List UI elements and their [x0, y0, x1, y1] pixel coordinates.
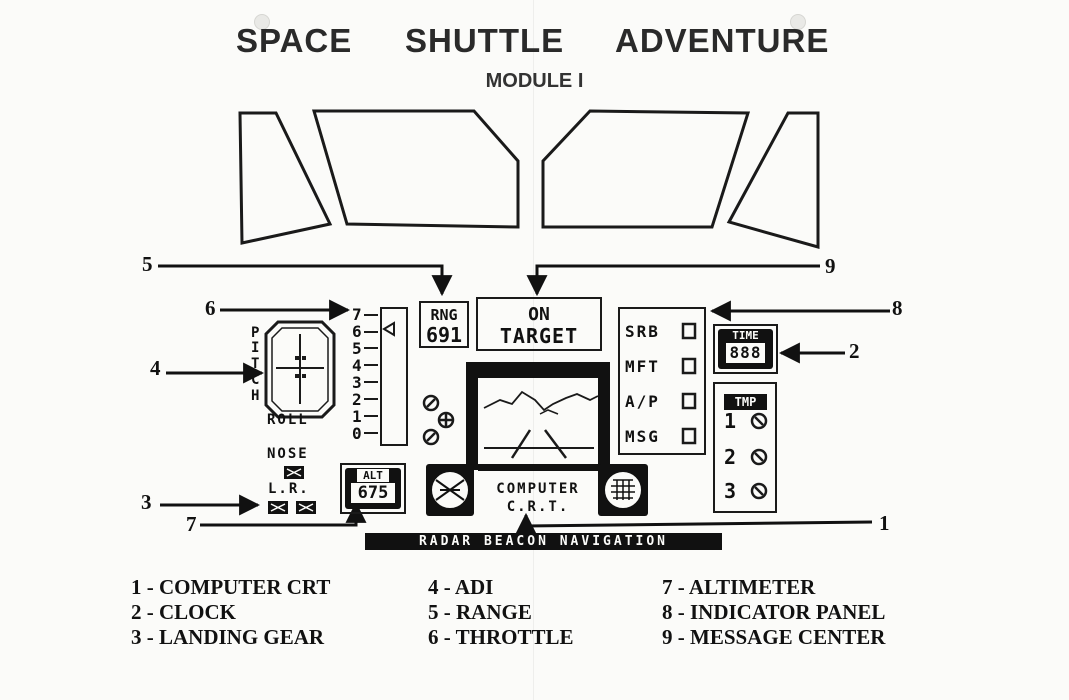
callout-7: 7: [186, 512, 197, 536]
temperature-row-2: 2: [724, 445, 737, 469]
legend-throttle: 6 - THROTTLE: [428, 625, 574, 649]
attitude-ball-right: [598, 464, 648, 516]
adi-pitch-t: T: [251, 356, 260, 372]
legend-clock: 2 - CLOCK: [131, 600, 236, 624]
callout-1: 1: [879, 511, 890, 535]
small-dials: [422, 394, 455, 446]
crt-label-line-2: C.R.T.: [506, 499, 570, 515]
title-word-shuttle: SHUTTLE: [405, 22, 565, 59]
indicator-panel: [618, 307, 706, 455]
throttle-label-7: 7: [352, 305, 362, 324]
temperature-row-3: 3: [724, 479, 737, 503]
indicator-mft: MFT: [625, 357, 660, 376]
window-center-right: [541, 109, 751, 229]
legend-adi: 4 - ADI: [428, 575, 494, 599]
throttle-label-4: 4: [352, 356, 362, 375]
arrow-7: [200, 501, 367, 527]
temperature-panel: [713, 382, 777, 513]
altimeter: [340, 463, 406, 514]
legend-computer-crt: 1 - COMPUTER CRT: [131, 575, 331, 599]
message-line-2: TARGET: [499, 324, 579, 348]
temperature-row-1: 1: [724, 409, 737, 433]
landing-gear-nose-label: NOSE: [267, 446, 309, 462]
indicator-ap: A/P: [625, 392, 660, 411]
adi-pitch-c: C: [251, 372, 260, 388]
crt-frame: [466, 362, 610, 470]
binder-hole-left: [254, 14, 270, 30]
crt-label-line-1: COMPUTER: [496, 481, 580, 497]
crt-runway-left: [510, 429, 532, 459]
window-far-left: [238, 111, 333, 245]
adi-pitch-h: H: [251, 388, 260, 404]
adi-roll-label: ROLL: [267, 412, 309, 428]
throttle-pointer: [382, 321, 395, 337]
adi-frame: [264, 320, 336, 419]
legend-landing-gear: 3 - LANDING GEAR: [131, 625, 325, 649]
callout-9: 9: [825, 254, 836, 278]
title-word-space: SPACE: [236, 22, 353, 59]
throttle-label-0: 0: [352, 424, 362, 443]
adi-pitch-i: I: [251, 340, 260, 356]
throttle-ticks: [364, 314, 378, 434]
title-word-adventure: ADVENTURE: [615, 22, 830, 59]
throttle-label-6: 6: [352, 322, 362, 341]
arrow-1: [515, 512, 873, 534]
window-far-right: [726, 111, 820, 249]
window-center-left: [311, 109, 520, 229]
radar-beacon-banner: RADAR BEACON NAVIGATION: [365, 533, 722, 550]
temperature-dials: [750, 412, 768, 500]
throttle-label-3: 3: [352, 373, 362, 392]
throttle-label-2: 2: [352, 390, 362, 409]
attitude-ball-left: [426, 464, 474, 516]
legend-range: 5 - RANGE: [428, 600, 532, 624]
callout-3: 3: [141, 490, 152, 514]
callout-5: 5: [142, 252, 153, 276]
clock-value: 888: [726, 343, 765, 363]
arrow-9: [526, 264, 820, 297]
range-display: RNG 691: [419, 301, 469, 348]
message-line-1: ON: [528, 304, 550, 325]
adi-pitch-p: P: [251, 325, 260, 341]
range-label: RNG: [430, 306, 458, 324]
landing-gear-lr-label: L.R.: [268, 481, 310, 497]
indicator-msg: MSG: [625, 427, 660, 446]
throttle-label-1: 1: [352, 407, 362, 426]
crt-runway-right: [544, 429, 567, 459]
callout-4: 4: [150, 356, 161, 380]
message-center: ON TARGET: [476, 297, 602, 351]
legend-indicator-panel: 8 - INDICATOR PANEL: [662, 600, 886, 624]
altimeter-value: 675: [351, 483, 395, 503]
throttle-label-5: 5: [352, 339, 362, 358]
throttle-gauge: [380, 307, 408, 446]
crt-mountains: [483, 390, 599, 412]
binder-hole-right: [790, 14, 806, 30]
indicator-lights: [681, 322, 697, 445]
clock-label: TIME: [732, 329, 759, 342]
callout-2: 2: [849, 339, 860, 363]
clock: [713, 324, 778, 374]
range-value: 691: [425, 323, 463, 347]
legend-altimeter: 7 - ALTIMETER: [662, 575, 816, 599]
indicator-srb: SRB: [625, 322, 660, 341]
callout-6: 6: [205, 296, 216, 320]
altimeter-label: ALT: [357, 469, 389, 482]
legend-message-center: 9 - MESSAGE CENTER: [662, 625, 886, 649]
subtitle: MODULE I: [485, 70, 584, 92]
temperature-label: TMP: [724, 394, 767, 410]
arrow-5: [158, 264, 453, 297]
callout-8: 8: [892, 296, 903, 320]
